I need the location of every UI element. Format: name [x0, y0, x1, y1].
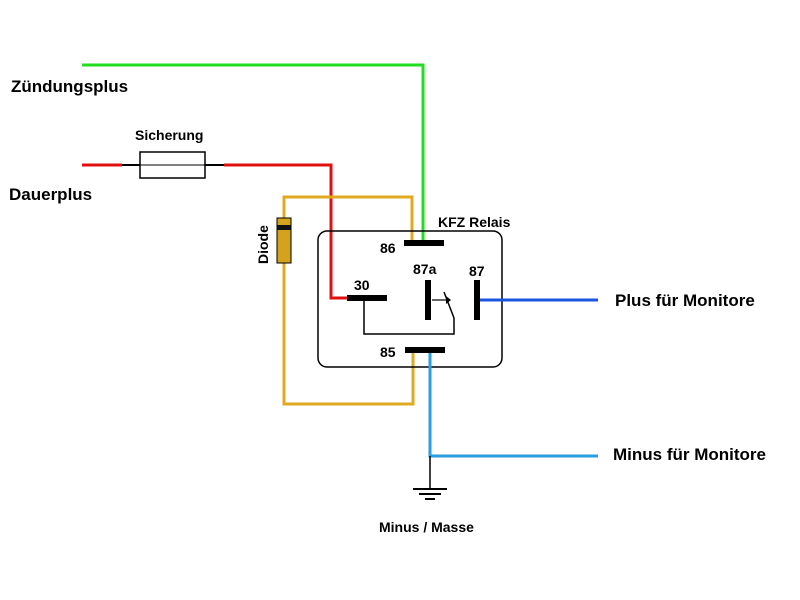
label-pin86: 86	[380, 240, 396, 256]
label-dauerplus: Dauerplus	[9, 185, 92, 204]
terminal-30	[347, 295, 387, 301]
wire-zuendungsplus	[82, 63, 425, 240]
diode-band	[277, 225, 291, 230]
label-pin30: 30	[354, 277, 370, 293]
wire-diode-bottom	[282, 262, 415, 406]
label-minus-monitore: Minus für Monitore	[613, 445, 766, 464]
terminal-85	[405, 347, 445, 353]
label-diode: Diode	[255, 225, 271, 264]
label-masse: Minus / Masse	[379, 519, 474, 535]
terminal-87a	[425, 280, 431, 320]
label-pin87: 87	[469, 263, 485, 279]
label-pin85: 85	[380, 344, 396, 360]
label-sicherung: Sicherung	[135, 127, 203, 143]
wire-minus	[428, 353, 598, 458]
wire-diode-top	[282, 195, 414, 240]
label-zuendungsplus: Zündungsplus	[11, 77, 128, 96]
switch-arrow-head	[446, 296, 451, 304]
diode-body	[276, 217, 292, 264]
terminal-86	[404, 240, 444, 246]
label-plus-monitore: Plus für Monitore	[615, 291, 755, 310]
label-pin87a: 87a	[413, 261, 437, 277]
label-relais: KFZ Relais	[438, 214, 511, 230]
ground-icon	[413, 488, 447, 500]
switch-lever	[363, 291, 455, 335]
terminal-87	[474, 280, 480, 320]
